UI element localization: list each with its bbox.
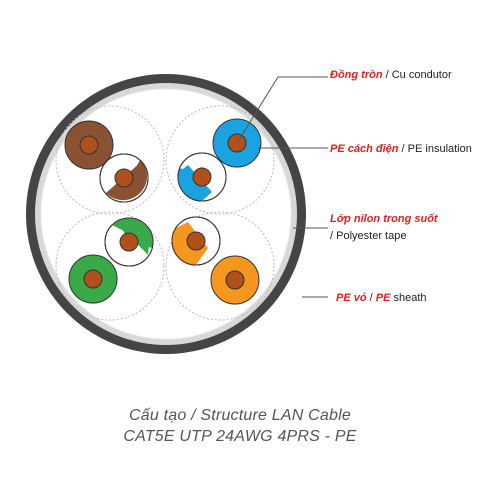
brown-white-wire: [99, 153, 149, 203]
green-wire-conductor: [83, 269, 103, 289]
blue-white-wire: [177, 152, 227, 202]
pair-boundary-orange: [165, 211, 275, 321]
label-insulation: PE cách điện / PE insulation: [330, 143, 472, 155]
label-tape-en: / Polyester tape: [330, 230, 406, 242]
title-line-2: CAT5E UTP 24AWG 4PRS - PE: [123, 428, 357, 445]
orange-white-wire: [171, 216, 221, 266]
green-white-wire: [104, 217, 154, 267]
orange-pair: [171, 216, 260, 305]
pair-boundary-blue: [165, 105, 275, 215]
blue-white-conductor: [192, 167, 212, 187]
title-line-1: Cấu tạo / Structure LAN Cable: [129, 407, 351, 424]
green-pair: [68, 217, 154, 304]
brown-pair: [64, 120, 149, 203]
orange-wire-conductor: [225, 270, 245, 290]
orange-white-conductor: [186, 231, 206, 251]
brown-wire-conductor: [79, 135, 99, 155]
leader-conductor: [236, 76, 328, 144]
label-conductor: Đồng tròn / Cu condutor: [330, 69, 452, 81]
brown-white-conductor: [114, 168, 134, 188]
pair-boundary-green: [55, 211, 165, 321]
label-sheath: PE vỏ / PE sheath: [336, 292, 427, 304]
green-white-conductor: [119, 232, 139, 252]
pair-boundary-brown: [55, 105, 165, 215]
label-tape-vi: Lớp nilon trong suốt: [330, 213, 439, 225]
